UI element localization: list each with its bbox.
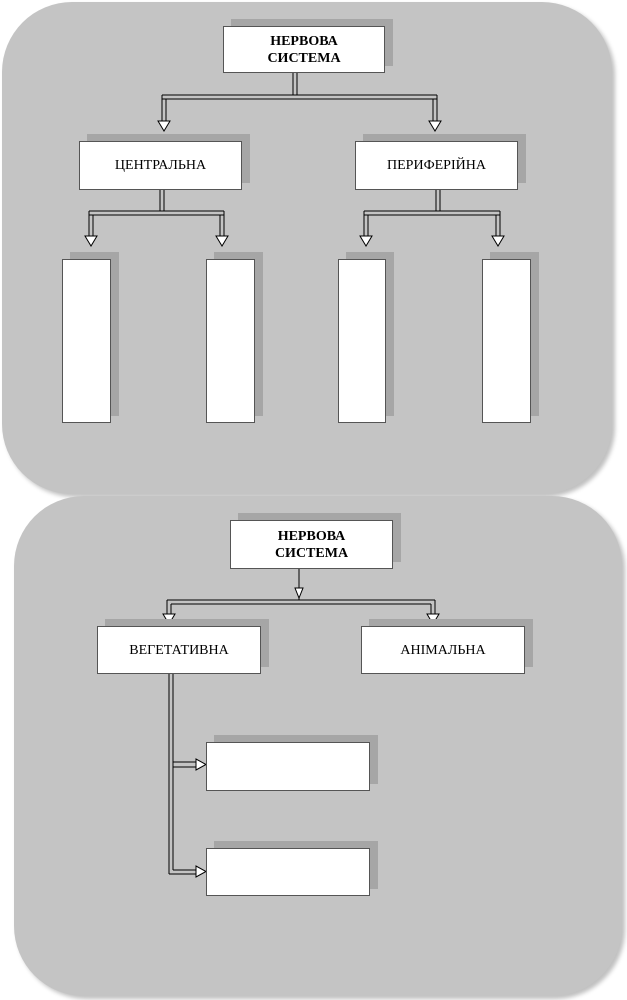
animal-node-label: АНІМАЛЬНА (400, 642, 486, 658)
sub-box-1 (206, 742, 370, 791)
root-node-top: НЕРВОВА СИСТЕМА (223, 26, 385, 73)
leaf-box-2 (206, 259, 255, 423)
central-node: ЦЕНТРАЛЬНА (79, 141, 242, 190)
vegetative-node-label: ВЕГЕТАТИВНА (129, 642, 229, 658)
central-node-label: ЦЕНТРАЛЬНА (114, 158, 207, 173)
root-node-bottom: НЕРВОВА СИСТЕМА (230, 520, 393, 569)
root-node-top-line1: НЕРВОВА (270, 33, 338, 49)
root-node-bottom-line1: НЕРВОВА (277, 528, 346, 544)
peripheral-node-label: ПЕРИФЕРІЙНА (387, 158, 486, 173)
sub-box-2 (206, 848, 370, 896)
leaf-box-1 (62, 259, 111, 423)
leaf-box-4 (482, 259, 531, 423)
peripheral-node: ПЕРИФЕРІЙНА (355, 141, 518, 190)
root-node-top-line2: СИСТЕМА (267, 50, 341, 66)
vegetative-node: ВЕГЕТАТИВНА (97, 626, 261, 674)
root-node-bottom-line2: СИСТЕМА (274, 545, 349, 561)
animal-node: АНІМАЛЬНА (361, 626, 525, 674)
leaf-box-3 (338, 259, 386, 423)
